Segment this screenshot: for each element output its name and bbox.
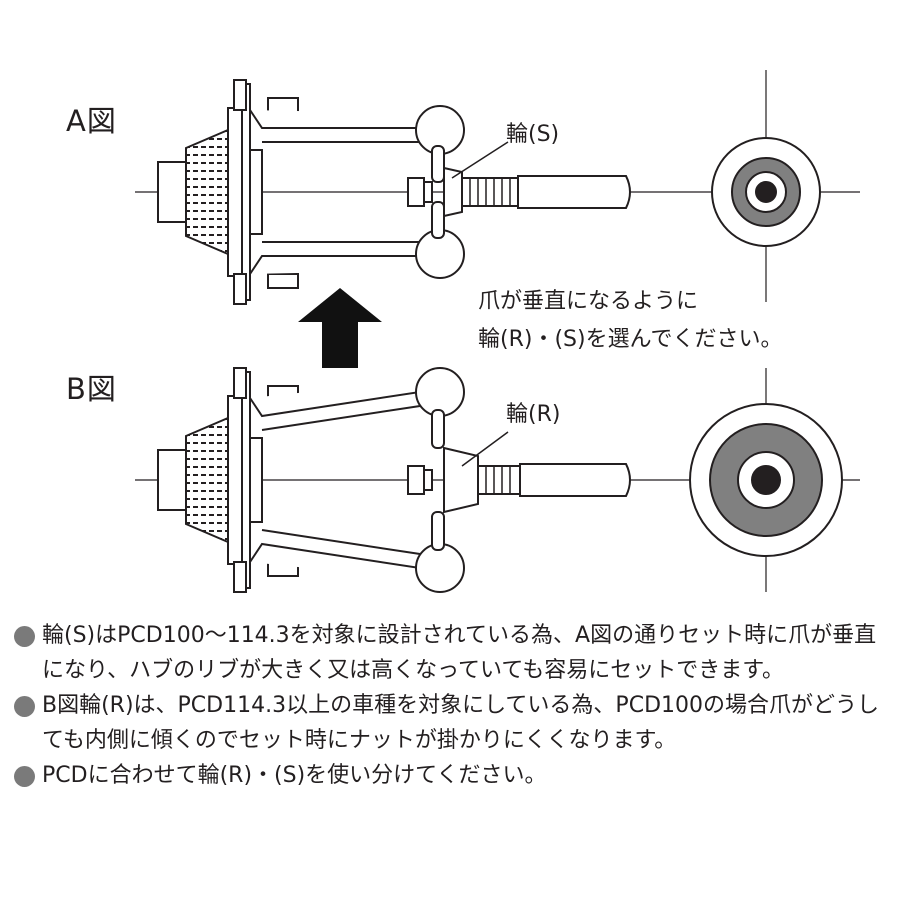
figure-b-joint-bottom xyxy=(415,543,465,593)
figure-b-flange xyxy=(227,395,243,565)
figure-b-shaft xyxy=(519,463,631,497)
figure-a-label: A図 xyxy=(66,104,117,138)
figure-a-nut xyxy=(407,177,425,207)
figure-b-nut xyxy=(407,465,425,495)
figure-b-claw-top xyxy=(431,409,445,449)
figure-b-joint-top xyxy=(415,367,465,417)
figure-b-arm-top xyxy=(249,377,441,418)
figure-b-drawing xyxy=(135,367,860,593)
figure-b-callout-leader xyxy=(461,431,509,467)
figure-a-drawing xyxy=(135,79,860,305)
note-item-ring-s: 輪(S)はPCD100〜114.3を対象に設計されている為、A図の通りセット時に… xyxy=(12,618,892,688)
figure-a-shaft xyxy=(517,175,631,209)
figure-a-flange xyxy=(227,107,243,277)
figure-b-label: B図 xyxy=(66,372,117,406)
figure-a-ring-s xyxy=(443,166,463,218)
note-item-ring-r: B図輪(R)は、PCD114.3以上の車種を対象にしている為、PCD100の場合… xyxy=(12,688,892,758)
figure-b-end-bolt xyxy=(751,465,781,495)
figure-b-hub-cone xyxy=(185,416,229,544)
figure-a-stud-top xyxy=(267,97,299,113)
figure-a-end-bolt xyxy=(755,181,777,203)
figure-b-claw-bottom xyxy=(431,511,445,551)
figure-a-callout-leader xyxy=(451,141,509,179)
up-arrow xyxy=(298,288,382,368)
figure-a-claw-top xyxy=(431,145,445,183)
figure-a-arm-top xyxy=(249,109,441,129)
figure-a-hub-cone xyxy=(185,128,229,256)
figure-a-arm-bottom xyxy=(249,255,441,275)
notes-list: 輪(S)はPCD100〜114.3を対象に設計されている為、A図の通りセット時に… xyxy=(12,618,892,793)
figure-b-end-view xyxy=(689,368,843,592)
instruction-line-1: 爪が垂直になるように xyxy=(478,289,699,314)
figure-b-hub-cap xyxy=(157,449,187,511)
figure-a-hub-cap xyxy=(157,161,187,223)
figure-a-claw-bottom xyxy=(431,201,445,239)
bullet-icon xyxy=(14,766,35,787)
note-text: B図輪(R)は、PCD114.3以上の車種を対象にしている為、PCD100の場合… xyxy=(42,693,879,753)
figure-b-ring-callout: 輪(R) xyxy=(506,402,561,427)
figure-b-bolt-thread xyxy=(477,465,521,495)
note-item-choose: PCDに合わせて輪(R)・(S)を使い分けてください。 xyxy=(12,758,892,793)
bullet-icon xyxy=(14,696,35,717)
figure-a-stud-bottom xyxy=(267,273,299,289)
note-text: 輪(S)はPCD100〜114.3を対象に設計されている為、A図の通りセット時に… xyxy=(42,623,877,683)
bullet-icon xyxy=(14,626,35,647)
figure-a-bolt-thread xyxy=(461,177,519,207)
instruction-line-2: 輪(R)・(S)を選んでください。 xyxy=(478,327,783,352)
figure-a-end-view xyxy=(711,70,821,302)
figure-a-ring-callout: 輪(S) xyxy=(506,122,560,147)
figure-b-ring-r xyxy=(443,446,479,514)
note-text: PCDに合わせて輪(R)・(S)を使い分けてください。 xyxy=(42,763,547,788)
